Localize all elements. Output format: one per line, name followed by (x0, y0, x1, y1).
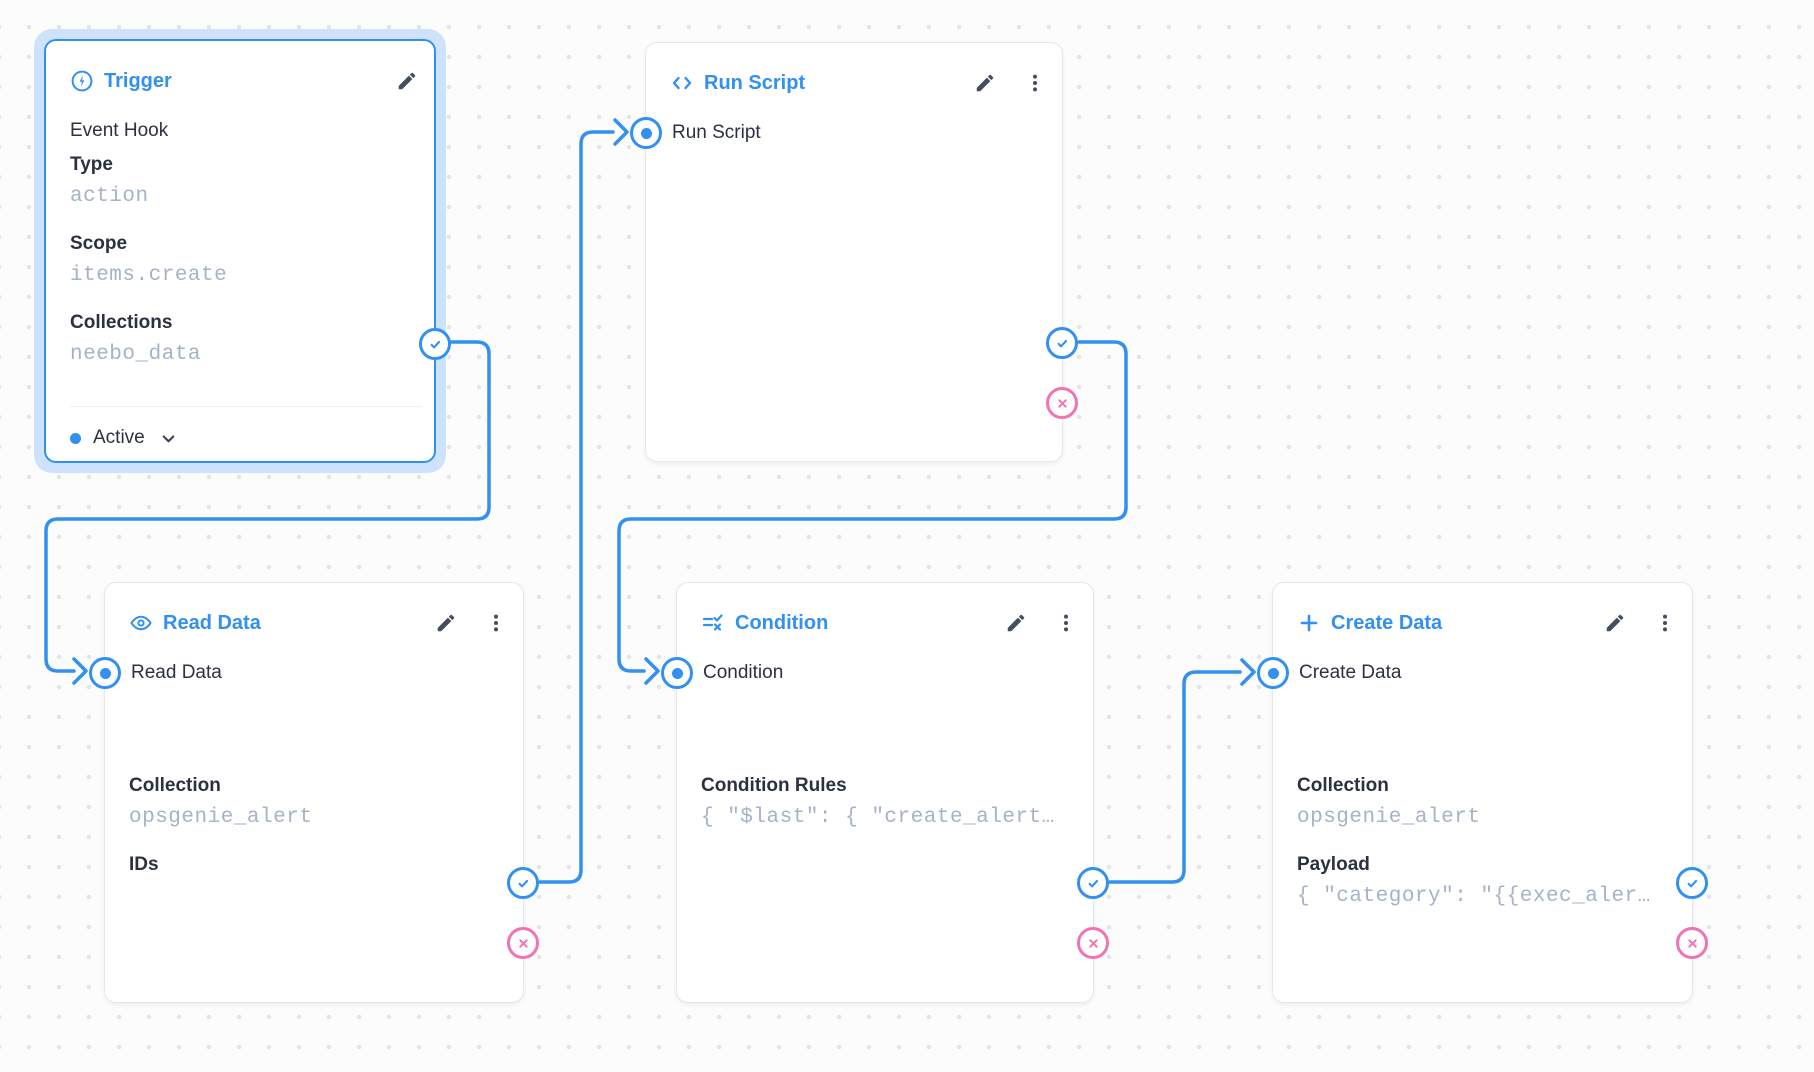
reject-port[interactable] (1046, 387, 1078, 419)
field-scope: Scope items.create (70, 233, 228, 287)
x-icon (1687, 938, 1697, 948)
menu-button[interactable] (1024, 72, 1046, 94)
x-icon (1088, 938, 1098, 948)
field-payload: Payload { "category": "{{exec_aler… (1297, 854, 1651, 908)
node-title: Read Data (163, 611, 261, 634)
field-condition-rules: Condition Rules { "$last": { "create_ale… (701, 775, 1055, 829)
input-port[interactable] (661, 657, 693, 689)
arrowhead-icon (644, 657, 660, 685)
edit-button[interactable] (396, 70, 418, 92)
plus-icon (1297, 611, 1321, 635)
pencil-icon (976, 74, 994, 92)
input-label: Run Script (672, 122, 761, 143)
check-icon (1057, 339, 1067, 347)
menu-button[interactable] (1654, 612, 1676, 634)
node-card-create-data[interactable]: Create Data Create Data Collection opsge… (1257, 582, 1708, 1003)
dots-vertical-icon (1032, 74, 1038, 92)
trigger-subtitle: Event Hook (70, 120, 169, 141)
edit-button[interactable] (1005, 612, 1027, 634)
check-icon (1687, 879, 1697, 887)
reject-port[interactable] (507, 927, 539, 959)
input-label: Condition (703, 662, 784, 683)
node-title: Run Script (704, 71, 806, 94)
dots-vertical-icon (1063, 614, 1069, 632)
pencil-icon (398, 72, 416, 90)
x-icon (518, 938, 528, 948)
chevron-down-icon (159, 429, 178, 448)
field-type: Type action (70, 154, 149, 208)
reject-port[interactable] (1676, 927, 1708, 959)
field-ids: IDs (129, 854, 159, 875)
dots-vertical-icon (493, 614, 499, 632)
edge-read-data-to-run-script (538, 118, 629, 884)
pencil-icon (437, 614, 455, 632)
menu-button[interactable] (1055, 612, 1077, 634)
check-icon (430, 340, 440, 348)
edge-condition-to-create-data (1108, 658, 1256, 884)
status-dropdown[interactable]: Active (70, 424, 178, 452)
node-card-condition[interactable]: Condition Condition Condition Rules { "$… (661, 582, 1109, 1003)
node-title: Trigger (104, 69, 172, 92)
rule-icon (701, 611, 725, 635)
resolve-port[interactable] (1046, 327, 1078, 359)
pencil-icon (1606, 614, 1624, 632)
field-collections: Collections neebo_data (70, 312, 202, 366)
field-collection: Collection opsgenie_alert (1297, 775, 1481, 829)
menu-button[interactable] (485, 612, 507, 634)
resolve-port[interactable] (419, 328, 451, 360)
status-dot-icon (70, 432, 81, 444)
field-collection: Collection opsgenie_alert (129, 775, 313, 829)
pencil-icon (1007, 614, 1025, 632)
eye-icon (129, 611, 153, 635)
input-label: Create Data (1299, 662, 1402, 683)
resolve-port[interactable] (1077, 867, 1109, 899)
node-title: Condition (735, 611, 829, 634)
edit-button[interactable] (1604, 612, 1626, 634)
resolve-port[interactable] (1676, 867, 1708, 899)
edit-button[interactable] (974, 72, 996, 94)
selection-halo: Trigger Event Hook Type action Scope ite… (34, 29, 451, 473)
divider (70, 406, 422, 407)
resolve-port[interactable] (507, 867, 539, 899)
reject-port[interactable] (1077, 927, 1109, 959)
input-port[interactable] (89, 657, 121, 689)
arrowhead-icon (613, 118, 629, 146)
status-label: Active (93, 427, 145, 448)
code-icon (670, 71, 694, 95)
bolt-circle-icon (70, 69, 94, 93)
arrowhead-icon (1240, 658, 1256, 686)
arrowhead-icon (72, 657, 88, 685)
check-icon (518, 879, 528, 887)
check-icon (1088, 879, 1098, 887)
node-title: Create Data (1331, 611, 1443, 634)
x-icon (1057, 398, 1067, 408)
node-card-read-data[interactable]: Read Data Read Data Collection opsgenie_… (89, 582, 539, 1003)
node-card-run-script[interactable]: Run Script Run Script (630, 42, 1078, 462)
edit-button[interactable] (435, 612, 457, 634)
input-port[interactable] (630, 117, 662, 149)
dots-vertical-icon (1662, 614, 1668, 632)
input-label: Read Data (131, 662, 222, 683)
input-port[interactable] (1257, 657, 1289, 689)
node-card-trigger[interactable]: Trigger Event Hook Type action Scope ite… (44, 39, 451, 463)
